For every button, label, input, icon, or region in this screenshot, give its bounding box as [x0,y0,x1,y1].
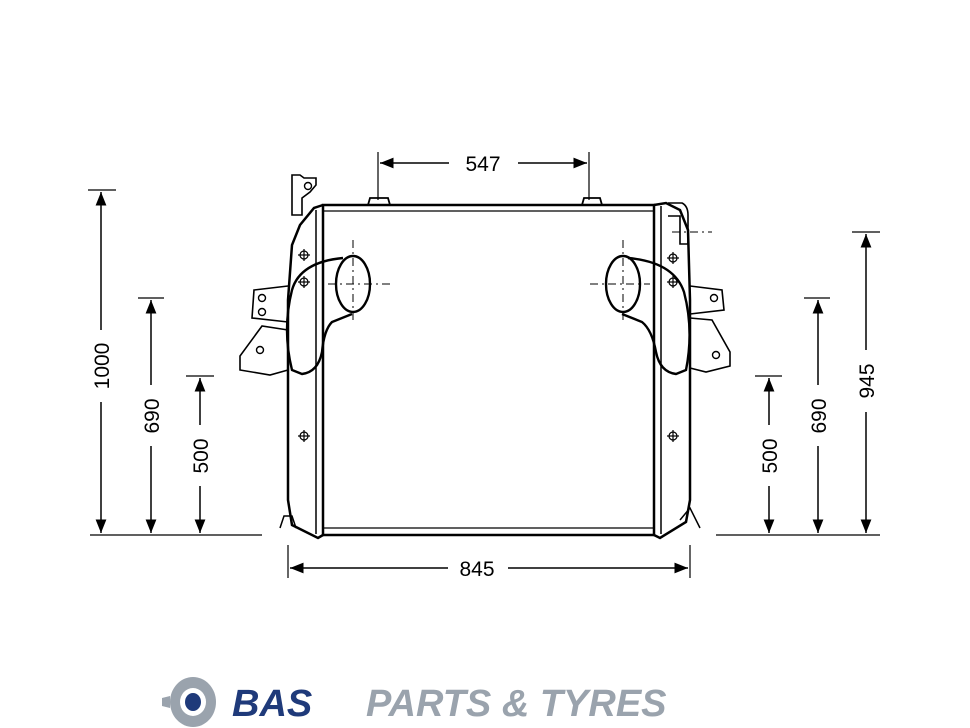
intercooler-drawing [239,174,731,540]
dim-label-left-2: 690 [141,398,164,433]
right-mount-lug [689,285,725,315]
left-elbow-pipe [285,256,353,376]
dimension-right-3: 945 [856,234,879,533]
dim-label-right-2: 690 [808,398,831,433]
extension-lines [88,152,880,578]
dim-label-top-width: 547 [465,153,500,176]
left-mount-lug [251,285,289,323]
intercooler-core [321,203,656,537]
dim-label-right-3: 945 [856,363,879,398]
left-tank [286,203,324,540]
right-tank [653,201,692,540]
dimension-bottom-width: 845 [290,558,688,581]
dim-label-left-1: 1000 [91,343,114,390]
tyre-icon [162,677,216,727]
bolt-symbols [298,249,679,442]
bottom-left-tab [279,515,297,529]
brand-logo: BAS PARTS & TYRES [162,677,667,727]
dimension-top-width: 547 [380,153,587,176]
dim-label-right-1: 500 [759,438,782,473]
bottom-right-tab [679,506,701,529]
pipe-centerlines [328,231,712,322]
right-elbow-pipe [621,256,691,376]
dimension-right-1: 500 [759,378,782,533]
dimension-left-1: 1000 [91,192,114,533]
top-tab-left [367,197,391,206]
dimension-left-3: 500 [190,378,213,533]
dim-label-left-3: 500 [190,438,213,473]
dimension-left-2: 690 [141,300,164,533]
brand-name-primary: BAS [232,683,312,725]
top-tab-right [581,197,603,206]
dimension-right-2: 690 [808,300,831,533]
top-left-bracket [291,174,317,216]
left-lower-lug [239,325,289,376]
dim-label-bottom-width: 845 [459,558,494,581]
top-right-stub [668,202,689,245]
right-lower-lug [689,317,731,373]
brand-name-secondary: PARTS & TYRES [366,683,667,725]
